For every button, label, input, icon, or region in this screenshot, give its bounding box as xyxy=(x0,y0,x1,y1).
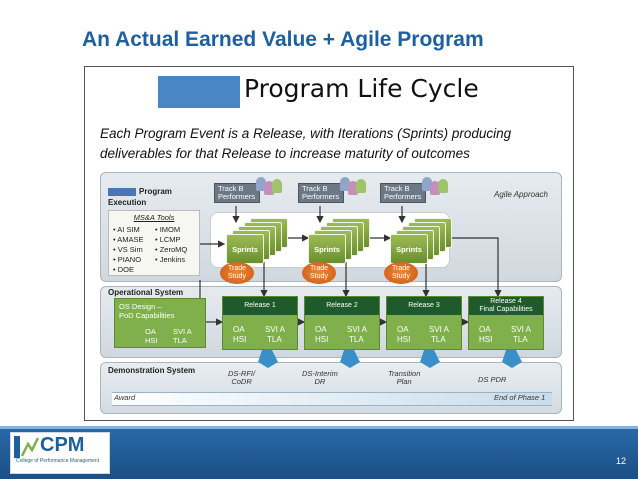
release-2: Release 2 OA SVI A HSI TLA xyxy=(304,296,380,350)
person-icon xyxy=(264,181,274,195)
tool-item: • LCMP xyxy=(155,235,181,244)
person-icon xyxy=(430,181,440,195)
diagram-heading: Program Life Cycle xyxy=(244,74,479,103)
diagram-subtitle: Each Program Event is a Release, with It… xyxy=(100,124,570,164)
tools-title: MS&A Tools xyxy=(133,213,175,222)
end-of-phase-label: End of Phase 1 xyxy=(494,393,546,402)
sprints-label: Sprints xyxy=(226,234,264,264)
tool-item: • DOE xyxy=(113,265,134,274)
logo-subtext: College of Performance Management xyxy=(16,458,100,464)
person-icon xyxy=(256,177,266,191)
cpm-logo xyxy=(10,432,110,474)
ds-event-4: DS PDR xyxy=(478,375,507,384)
footer-strip xyxy=(0,426,638,429)
page-number: 12 xyxy=(616,456,627,466)
release-3: Release 3 OA SVI A HSI TLA xyxy=(386,296,462,350)
tool-item: • ZeroMQ xyxy=(155,245,188,254)
tool-item: • PIANO xyxy=(113,255,142,264)
award-label: Award xyxy=(114,393,136,402)
legend-program: Program xyxy=(139,187,172,196)
person-icon xyxy=(356,179,366,193)
person-icon xyxy=(348,181,358,195)
person-icon xyxy=(422,177,432,191)
legend-swatch xyxy=(108,188,136,196)
operational-system-label: Operational System xyxy=(108,288,184,297)
subtitle-line-1: Each Program Event is a Release, with It… xyxy=(100,126,512,141)
heading-color-block xyxy=(158,76,240,108)
agile-approach-label: Agile Approach xyxy=(494,190,548,199)
legend-execution: Execution xyxy=(108,198,147,207)
demonstration-system-label: Demonstration System xyxy=(108,366,196,375)
tool-item: • AI SIM xyxy=(113,225,140,234)
slide-title: An Actual Earned Value + Agile Program xyxy=(82,28,484,51)
person-icon xyxy=(272,179,282,193)
tool-item: • VS Sim xyxy=(113,245,143,254)
sprints-label: Sprints xyxy=(308,234,346,264)
tool-item: • AMASE xyxy=(113,235,144,244)
release-1: Release 1 OA SVI A HSI TLA xyxy=(222,296,298,350)
tool-item: • IMOM xyxy=(155,225,181,234)
tool-item: • Jenkins xyxy=(155,255,186,264)
subtitle-line-2: deliverables for that Release to increas… xyxy=(100,146,470,161)
logo-text: CPM xyxy=(40,434,85,456)
cpm-logo-icon xyxy=(14,436,40,458)
ds-event-1: DS-RFI/CoDR xyxy=(228,369,256,386)
person-icon xyxy=(438,179,448,193)
msa-tools-box: MS&A Tools • AI SIM • AMASE • VS Sim • P… xyxy=(108,210,200,276)
timeline-arrow xyxy=(112,392,552,406)
sprints-label: Sprints xyxy=(390,234,428,264)
person-icon xyxy=(340,177,350,191)
